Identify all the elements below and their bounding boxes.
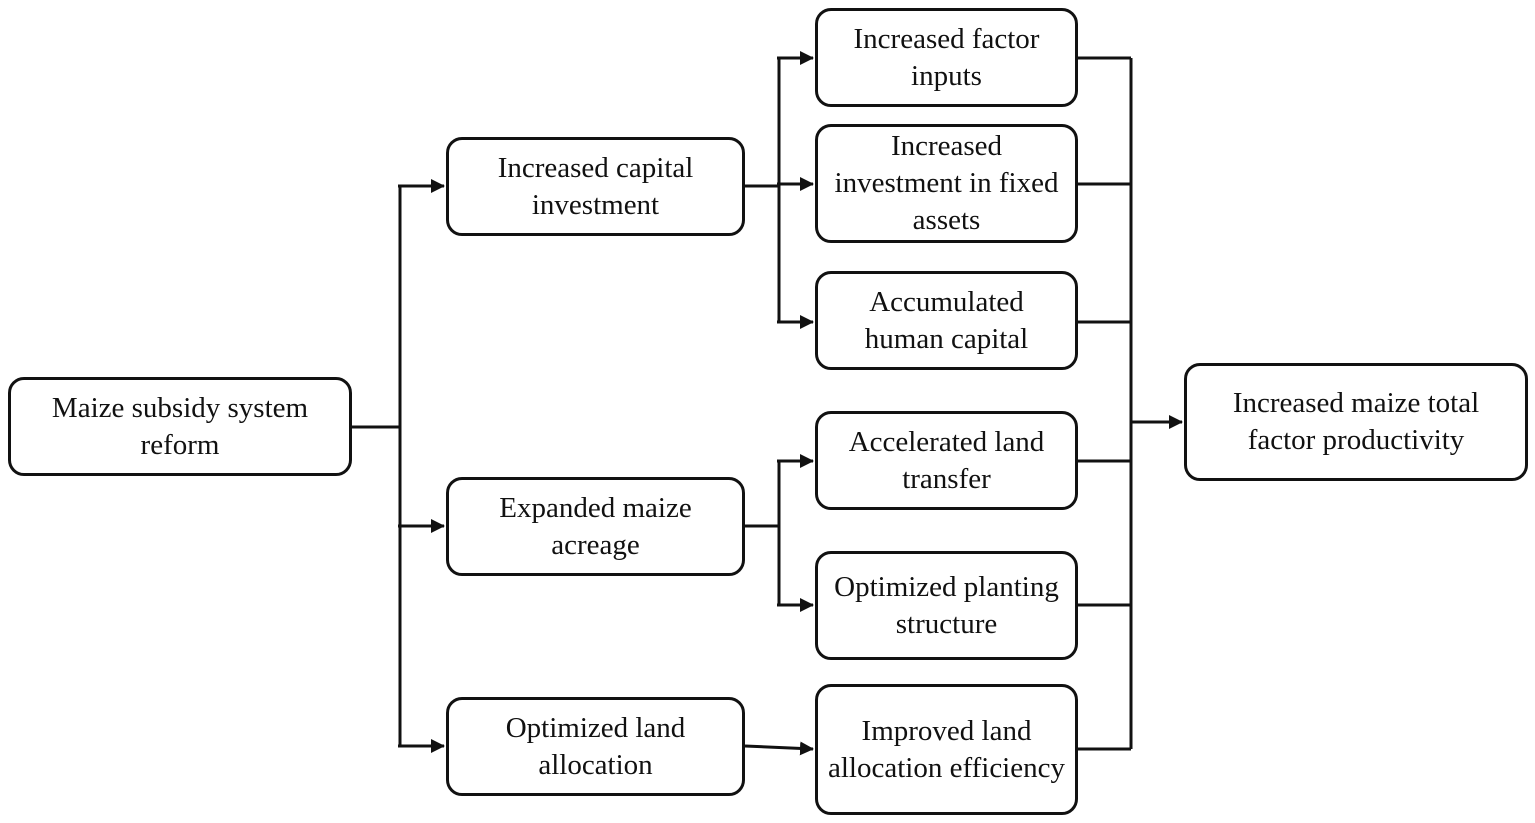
node-label: Accumulated human capital (864, 285, 1029, 355)
node-increased-maize-tfp: Increased maize total factor productivit… (1184, 363, 1528, 481)
node-expanded-maize-acreage: Expanded maize acreage (446, 477, 745, 576)
node-accumulated-human-capital: Accumulated human capital (815, 271, 1078, 370)
connector-capital-trunk (745, 58, 781, 322)
node-label: Optimized land allocation (505, 711, 686, 781)
node-label: Optimized planting structure (834, 570, 1059, 640)
node-maize-subsidy-reform: Maize subsidy system reform (8, 377, 352, 476)
node-label: Improved land allocation efficiency (828, 714, 1065, 784)
node-label: Increased maize total factor productivit… (1232, 387, 1480, 456)
node-improved-land-allocation-efficiency: Improved land allocation efficiency (815, 684, 1078, 815)
node-optimized-planting-structure: Optimized planting structure (815, 551, 1078, 660)
connector-acreage-trunk (745, 461, 781, 605)
node-label: Increased investment in fixed assets (834, 130, 1059, 236)
connector-root-trunk (352, 186, 402, 746)
node-label: Increased capital investment (497, 151, 694, 221)
node-label: Accelerated land transfer (848, 425, 1045, 495)
node-accelerated-land-transfer: Accelerated land transfer (815, 411, 1078, 510)
node-label: Increased factor inputs (853, 22, 1040, 92)
node-increased-factor-inputs: Increased factor inputs (815, 8, 1078, 107)
arrow-land-allocation-to-efficiency (744, 741, 814, 756)
node-increased-capital-investment: Increased capital investment (446, 137, 745, 236)
node-optimized-land-allocation: Optimized land allocation (446, 697, 745, 796)
node-label: Expanded maize acreage (499, 491, 692, 561)
connector-outcome-collector (1078, 56, 1133, 751)
node-increased-fixed-asset-investment: Increased investment in fixed assets (815, 124, 1078, 243)
node-label: Maize subsidy system reform (51, 391, 309, 461)
